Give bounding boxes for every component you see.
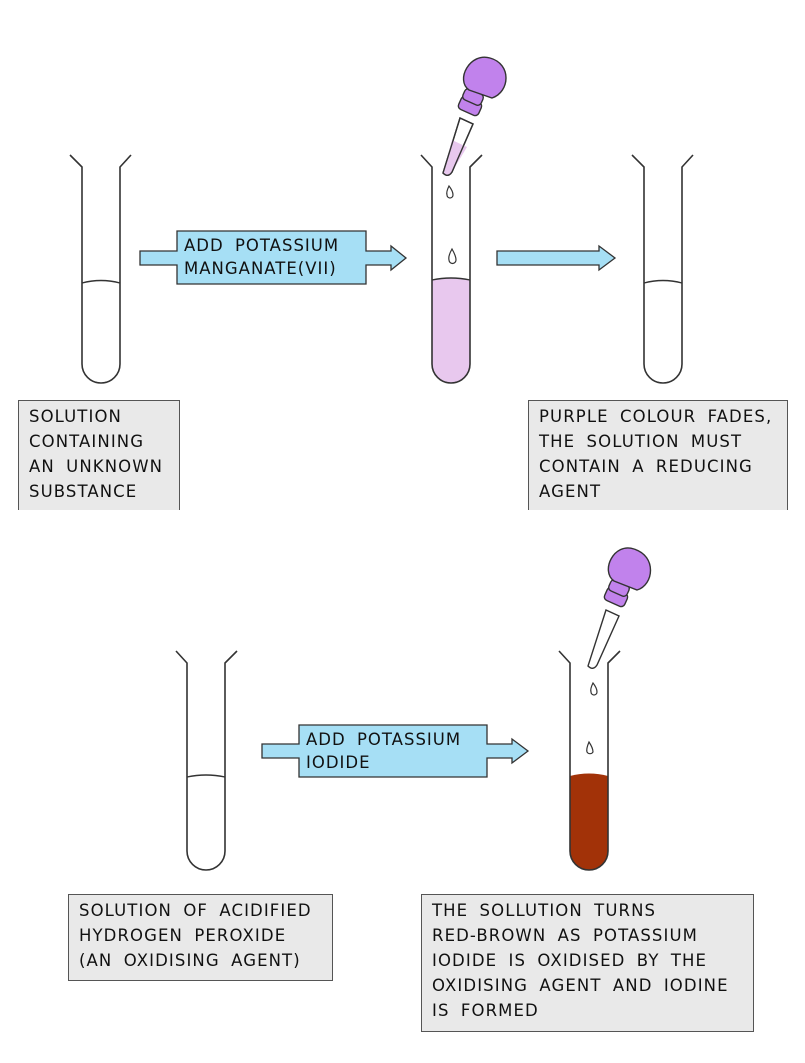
arrow-result-top — [496, 244, 617, 272]
arrow-label-line: MANGANATE(VII) — [184, 259, 337, 278]
arrow-add-iodide — [261, 724, 530, 778]
test-tube-iodine — [558, 650, 621, 871]
caption-line: HYDROGEN PEROXIDE — [79, 926, 287, 945]
caption-line: SOLUTION — [29, 407, 122, 426]
caption-line: OXIDISING AGENT AND IODINE — [432, 976, 729, 995]
caption-line: (AN OXIDISING AGENT) — [79, 951, 301, 970]
test-tube-unknown-solution — [69, 154, 132, 384]
arrow-label-line: ADD POTASSIUM — [306, 730, 462, 749]
caption-line: AGENT — [539, 482, 602, 501]
arrow-label-permanganate: ADD POTASSIUM MANGANATE(VII) — [184, 234, 339, 280]
caption-line: CONTAIN A REDUCING — [539, 457, 753, 476]
caption-line: AN UNKNOWN — [29, 457, 164, 476]
dropper-iodide — [587, 547, 652, 696]
arrow-add-permanganate — [139, 230, 408, 285]
caption-line: SUBSTANCE — [29, 482, 138, 501]
arrow-label-line: ADD POTASSIUM — [184, 236, 340, 255]
caption-line: THE SOLUTION MUST — [539, 432, 743, 451]
dropper-permanganate — [442, 56, 507, 199]
caption-line: IS FORMED — [432, 1001, 539, 1020]
caption-iodine-formed: THE SOLLUTION TURNS RED-BROWN AS POTASSI… — [421, 894, 754, 1032]
arrow-label-line: IODIDE — [306, 753, 371, 772]
caption-line: THE SOLLUTION TURNS — [432, 901, 657, 920]
caption-unknown-solution: SOLUTION CONTAINING AN UNKNOWN SUBSTANCE — [18, 400, 180, 510]
caption-line: CONTAINING — [29, 432, 145, 451]
caption-line: IODIDE IS OXIDISED BY THE — [432, 951, 708, 970]
test-tube-permanganate — [420, 154, 483, 384]
test-tube-decolourised — [631, 154, 694, 384]
caption-line: SOLUTION OF ACIDIFIED — [79, 901, 312, 920]
caption-reducing-agent: PURPLE COLOUR FADES, THE SOLUTION MUST C… — [528, 400, 788, 510]
caption-line: RED-BROWN AS POTASSIUM — [432, 926, 698, 945]
arrow-label-iodide: ADD POTASSIUM IODIDE — [306, 728, 461, 774]
caption-hydrogen-peroxide: SOLUTION OF ACIDIFIED HYDROGEN PEROXIDE … — [68, 894, 333, 981]
test-tube-hydrogen-peroxide — [175, 650, 238, 871]
caption-line: PURPLE COLOUR FADES, — [539, 407, 773, 426]
